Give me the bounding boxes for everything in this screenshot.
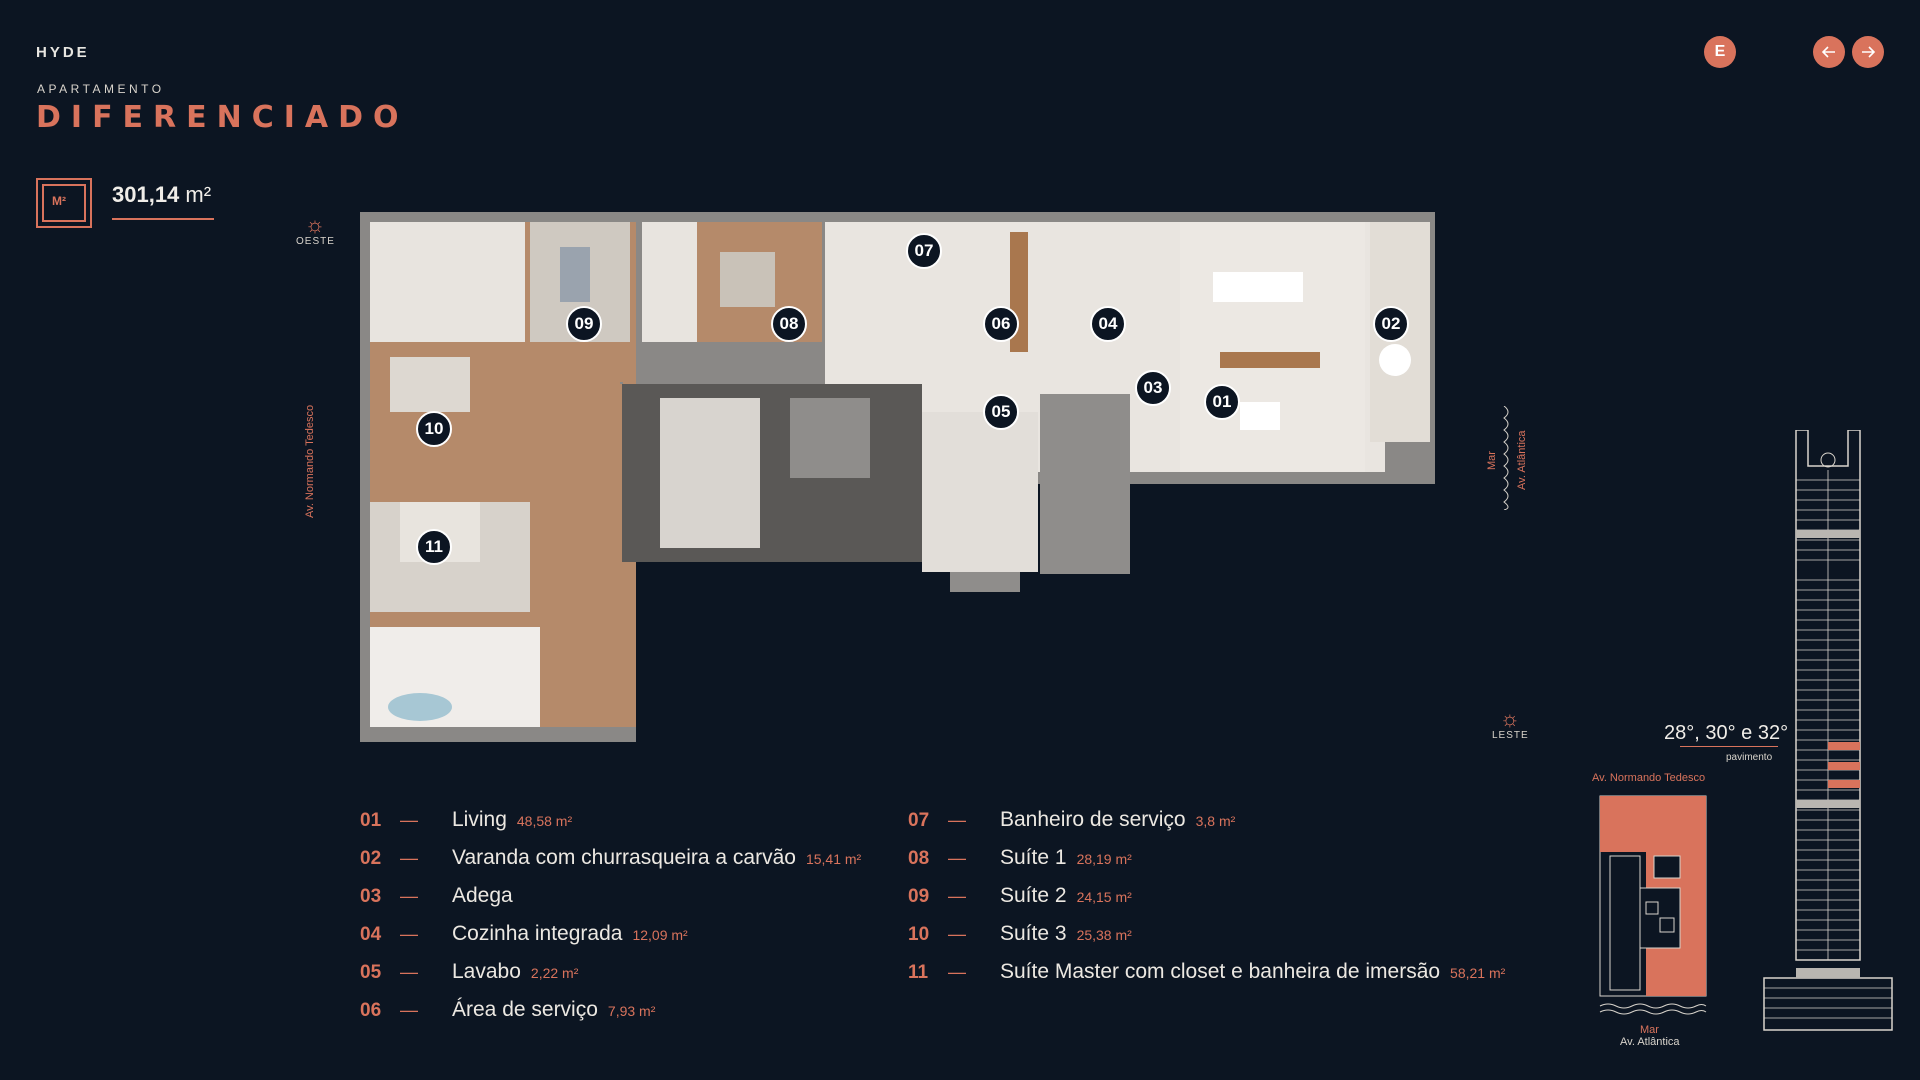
bed-suite-2 (560, 247, 590, 302)
next-button[interactable] (1852, 36, 1884, 68)
brand-logo: HYDE (36, 44, 90, 61)
suite-1-bath (642, 222, 697, 342)
e-button[interactable]: E (1704, 36, 1736, 68)
building-elevation (1763, 430, 1893, 1031)
street-right-avenue: Av. Atlântica (1516, 430, 1528, 490)
area-icon-label: M² (52, 194, 66, 208)
area-icon: M² (36, 178, 92, 228)
compass-west-label: OESTE (296, 236, 335, 247)
compass-west: ☼ OESTE (296, 212, 335, 248)
bathtub (388, 693, 452, 721)
street-right-mar: Mar (1486, 451, 1498, 470)
room-badge-08[interactable]: 08 (771, 306, 807, 342)
mini-map-mar-label: Mar (1640, 1024, 1659, 1036)
room-badge-09[interactable]: 09 (566, 306, 602, 342)
floor-underline (1680, 746, 1778, 747)
room-badge-05[interactable]: 05 (983, 394, 1019, 430)
room-badge-07[interactable]: 07 (906, 233, 942, 269)
stairs (660, 398, 760, 548)
wave-icon (1503, 406, 1509, 510)
arrow-left-icon (1821, 46, 1835, 58)
prev-button[interactable] (1813, 36, 1845, 68)
compass-east: ☼ LESTE (1492, 706, 1529, 742)
floor-label: 28°, 30° e 32° (1664, 722, 1789, 744)
elevator-3 (1040, 394, 1130, 574)
room-badge-03[interactable]: 03 (1135, 370, 1171, 406)
varanda-table (1379, 344, 1411, 376)
floor-highlight-32 (1828, 742, 1860, 750)
living-floor (1180, 222, 1365, 472)
legend-item: 03—Adega (360, 884, 513, 907)
floor-highlight-28 (1828, 780, 1860, 788)
bed-suite-3 (390, 357, 470, 412)
bath-top-left (370, 222, 525, 342)
sofa-back (1220, 352, 1320, 368)
mini-map-avenue-label: Av. Atlântica (1620, 1036, 1680, 1048)
floor-plan (360, 212, 1435, 742)
room-badge-11[interactable]: 11 (416, 529, 452, 565)
floor-sub-label: pavimento (1726, 752, 1773, 763)
room-badge-04[interactable]: 04 (1090, 306, 1126, 342)
bed-suite-1 (720, 252, 775, 307)
sun-icon: ☼ (1499, 706, 1521, 731)
arrow-right-icon (1862, 46, 1876, 58)
street-left-label: Av. Normando Tedesco (304, 404, 316, 518)
legend-item: 11—Suíte Master com closet e banheira de… (908, 960, 1506, 983)
floor-highlight-30 (1828, 762, 1860, 770)
area-number: 301,14 (112, 182, 180, 207)
site-mini-map (1599, 795, 1707, 1015)
elevator-1 (790, 398, 870, 478)
hall-floor (922, 412, 1038, 572)
area-value: 301,14 m² (112, 182, 211, 208)
coffee-table (1240, 402, 1280, 430)
area-unit: m² (185, 182, 212, 207)
page-subtitle: APARTAMENTO (37, 82, 165, 96)
mini-map-top-label: Av. Normando Tedesco (1592, 772, 1706, 784)
room-badge-01[interactable]: 01 (1204, 384, 1240, 420)
page-title: DIFERENCIADO (36, 100, 409, 135)
area-underline (112, 218, 214, 220)
sun-icon: ☼ (304, 212, 327, 237)
room-badge-02[interactable]: 02 (1373, 306, 1409, 342)
room-badge-06[interactable]: 06 (983, 306, 1019, 342)
compass-east-label: LESTE (1492, 730, 1529, 741)
dining-table (1213, 272, 1303, 302)
room-badge-10[interactable]: 10 (416, 411, 452, 447)
